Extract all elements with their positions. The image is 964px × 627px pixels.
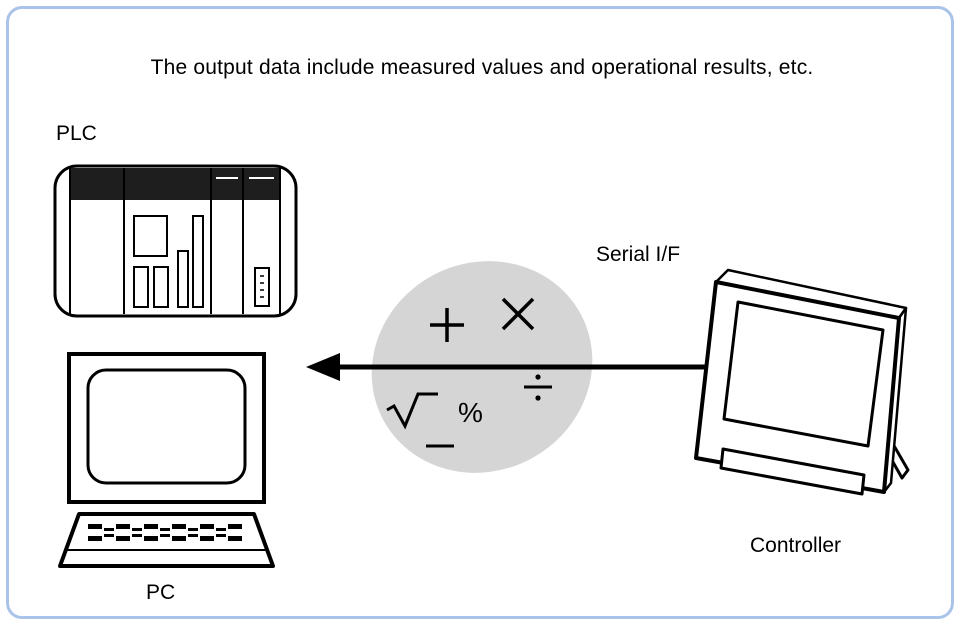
times-symbol xyxy=(501,297,535,331)
serial-if-label: Serial I/F xyxy=(596,243,681,266)
controller-label: Controller xyxy=(750,534,842,557)
square-root-symbol xyxy=(386,392,438,430)
pc-icon xyxy=(58,352,275,568)
controller-icon xyxy=(694,268,910,496)
plus-symbol xyxy=(430,308,464,342)
pc-label: PC xyxy=(146,581,176,604)
data-flow-arrow xyxy=(306,353,712,381)
plc-label: PLC xyxy=(56,122,97,145)
plc-device-icon xyxy=(53,164,298,318)
diagram-caption: The output data include measured values … xyxy=(150,56,814,79)
divide-symbol xyxy=(524,374,552,401)
percent-symbol: % xyxy=(458,397,483,428)
